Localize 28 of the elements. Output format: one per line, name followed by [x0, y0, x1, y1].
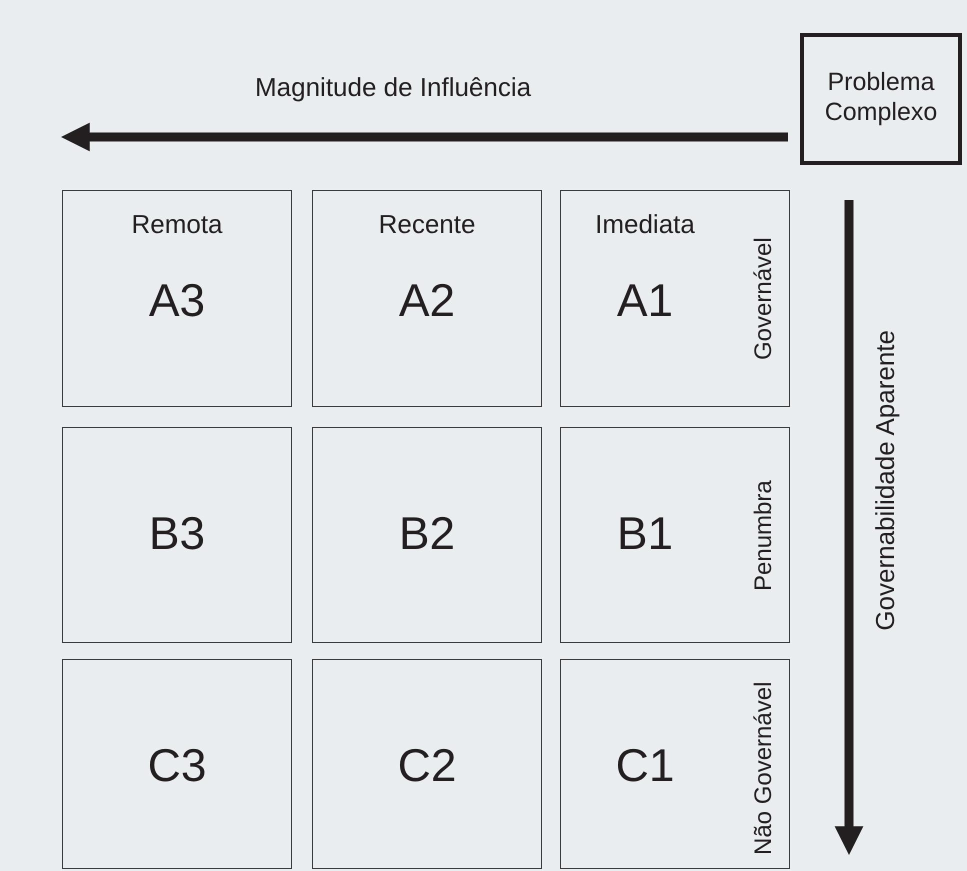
matrix-cell [560, 427, 790, 643]
cell-code: B3 [148, 506, 206, 560]
axis-label: Magnitude de Influência [255, 72, 532, 103]
axis-label: Governabilidade Aparente [872, 330, 898, 631]
problem-label: Problema Complexo [824, 67, 938, 127]
matrix-cell [312, 427, 542, 643]
cell-code: A3 [148, 273, 206, 327]
problem-box [800, 33, 962, 165]
column-heading: Imediata [594, 209, 696, 240]
matrix-cell [62, 659, 292, 869]
cell-code: A2 [398, 273, 456, 327]
cell-code: A1 [616, 273, 674, 327]
column-heading: Remota [130, 209, 224, 240]
matrix-cell [560, 659, 790, 869]
row-heading: Não Governável [751, 680, 777, 857]
row-heading: Penumbra [751, 479, 777, 594]
cell-code: B2 [398, 506, 456, 560]
cell-code: C2 [396, 738, 458, 792]
matrix-cell [312, 190, 542, 407]
matrix-cell [312, 659, 542, 869]
row-heading: Governável [751, 236, 777, 362]
column-heading: Recente [378, 209, 476, 240]
cell-code: B1 [616, 506, 674, 560]
cell-code: C1 [614, 738, 676, 792]
matrix-cell [62, 190, 292, 407]
cell-code: C3 [146, 738, 208, 792]
matrix-cell [62, 427, 292, 643]
matrix-cell [560, 190, 790, 407]
